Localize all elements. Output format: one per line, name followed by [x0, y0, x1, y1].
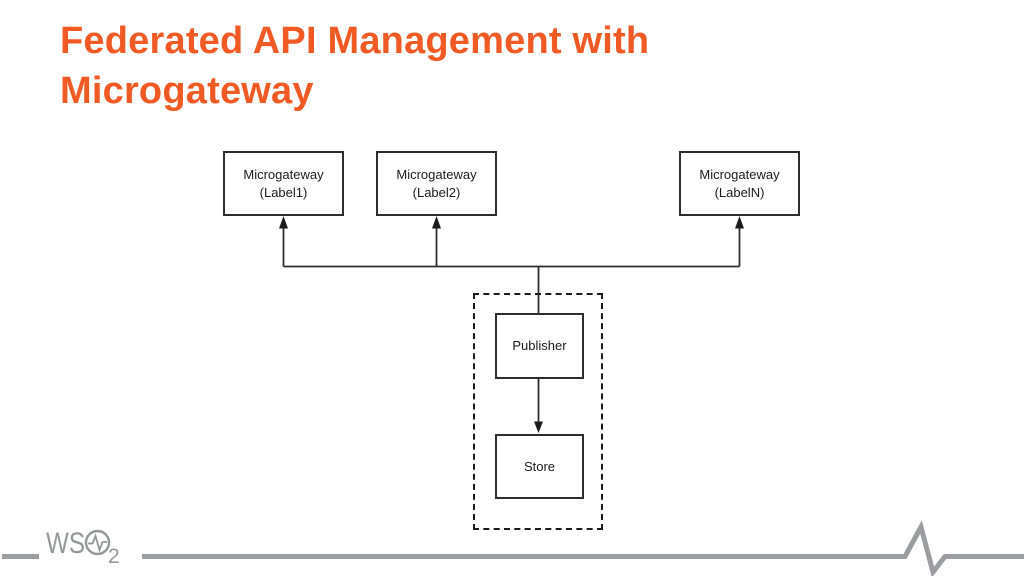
gateway-box-2-subtitle: (Label2) — [412, 184, 461, 200]
gateway-box-2-title: Microgateway — [396, 166, 477, 182]
gateway-box-1-title: Microgateway — [243, 166, 324, 182]
arrowhead-up-icon — [735, 216, 744, 229]
gateway-box-3-subtitle: (LabelN) — [714, 184, 765, 200]
arrowhead-up-icon — [279, 216, 288, 229]
publisher-box-label: Publisher — [512, 338, 567, 353]
gateway-box-2: Microgateway (Label2) — [376, 151, 497, 216]
slide-title-line2: Microgateway — [60, 70, 314, 112]
wso2-logo-subscript: 2 — [108, 545, 120, 568]
gateway-box-3-title: Microgateway — [699, 166, 780, 182]
gateway-box-3: Microgateway (LabelN) — [679, 151, 800, 216]
publisher-box: Publisher — [495, 313, 584, 379]
footer-rule — [2, 520, 1024, 576]
wso2-logo-circle — [84, 529, 111, 556]
gateway-box-1: Microgateway (Label1) — [223, 151, 344, 216]
wso2-logo-letters: WS — [46, 527, 85, 560]
footer-rule-heartbeat-line — [142, 520, 1024, 576]
gateway-box-1-subtitle: (Label1) — [259, 184, 308, 200]
store-box-label: Store — [523, 458, 556, 474]
slide-title: Federated API Management with Microgatew… — [60, 16, 820, 116]
slide-title-line1: Federated API Management with — [60, 20, 650, 62]
store-box: Store — [495, 434, 584, 499]
wso2-logo: WS 2 — [46, 527, 120, 568]
arrowhead-up-icon — [432, 216, 441, 229]
pulse-icon — [88, 533, 107, 553]
